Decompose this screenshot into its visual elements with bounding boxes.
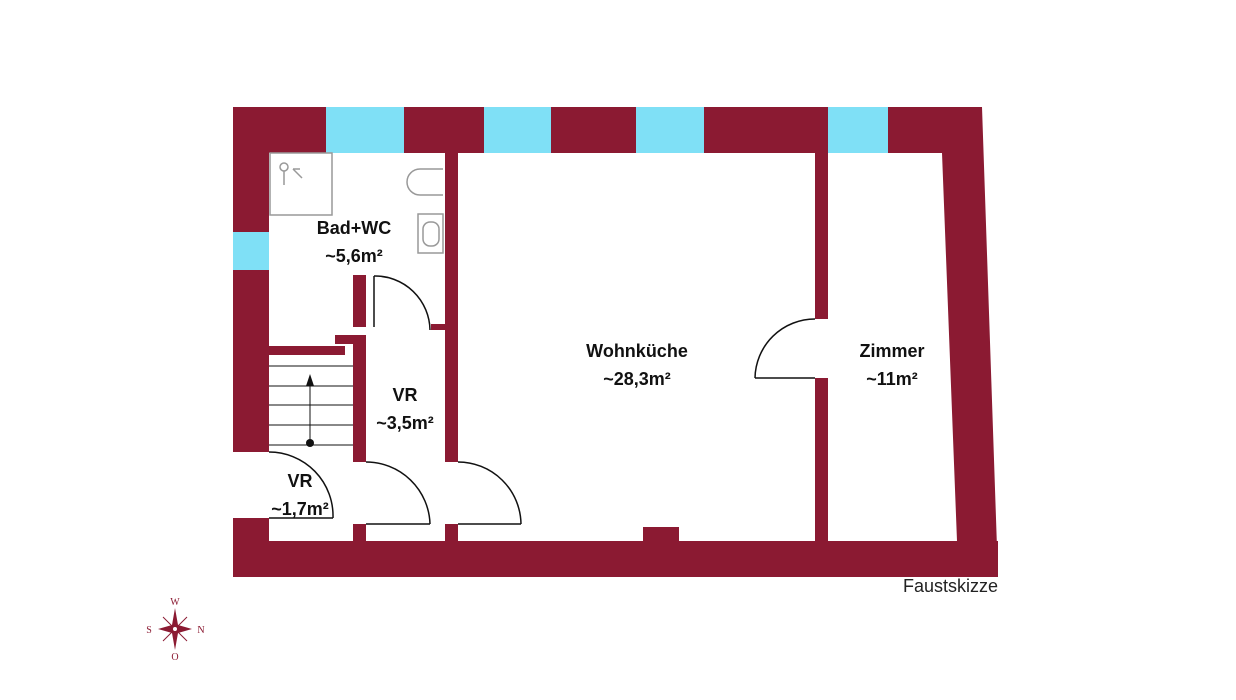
wall-bath-step bbox=[335, 335, 365, 344]
wall-bath-vr-stub bbox=[353, 275, 366, 327]
interior-walls bbox=[269, 153, 828, 541]
wall-vr-wohn bbox=[445, 327, 458, 462]
doors bbox=[268, 275, 816, 525]
wall-vr-left-low bbox=[353, 524, 366, 541]
room-area-zimmer: ~11m² bbox=[866, 369, 918, 389]
wall-stair-top bbox=[269, 346, 345, 355]
room-name-bad: Bad+WC bbox=[317, 218, 392, 238]
compass-rose-icon bbox=[158, 608, 192, 650]
room-area-bad: ~5,6m² bbox=[325, 246, 383, 266]
wall-bad-wohn bbox=[445, 153, 458, 327]
wall-vr-left bbox=[353, 335, 366, 462]
sink-icon bbox=[417, 213, 444, 254]
room-area-vr-mid: ~3,5m² bbox=[376, 413, 434, 433]
compass-right: N bbox=[197, 625, 204, 636]
room-area-vr-small: ~1,7m² bbox=[271, 499, 329, 519]
door-zimmer bbox=[754, 318, 816, 379]
door-entrance bbox=[268, 451, 334, 519]
room-area-wohnkueche: ~28,3m² bbox=[603, 369, 671, 389]
sketch-note: Faustskizze bbox=[903, 576, 998, 596]
room-name-vr-small: VR bbox=[287, 471, 312, 491]
room-name-zimmer: Zimmer bbox=[859, 341, 924, 361]
door-wohnkueche bbox=[457, 461, 522, 525]
wall-bath-door-right bbox=[431, 324, 445, 330]
compass-bottom: O bbox=[171, 652, 178, 663]
window-bad-top bbox=[326, 107, 404, 153]
compass-top: W bbox=[170, 597, 180, 608]
wall-left-upper bbox=[233, 107, 269, 452]
window-bad-left bbox=[233, 232, 269, 270]
compass-left: S bbox=[146, 625, 152, 636]
wall-wohn-zimmer-upper bbox=[815, 153, 828, 319]
wall-wohn-zimmer-lower bbox=[815, 378, 828, 541]
wall-bump bbox=[643, 527, 679, 541]
wall-right bbox=[942, 107, 998, 577]
door-bad bbox=[373, 275, 431, 331]
windows bbox=[233, 107, 888, 270]
window-wohn-2 bbox=[636, 107, 704, 153]
shower-icon bbox=[269, 152, 333, 216]
room-name-wohnkueche: Wohnküche bbox=[586, 341, 688, 361]
door-vr-mid bbox=[365, 461, 431, 525]
room-name-vr-mid: VR bbox=[392, 385, 417, 405]
stair-arrow-icon bbox=[306, 374, 314, 447]
toilet-icon bbox=[406, 168, 443, 196]
wall-vr-wohn-low bbox=[445, 524, 458, 541]
window-zimmer bbox=[828, 107, 888, 153]
window-wohn-1 bbox=[484, 107, 551, 153]
wall-bottom bbox=[233, 541, 998, 577]
